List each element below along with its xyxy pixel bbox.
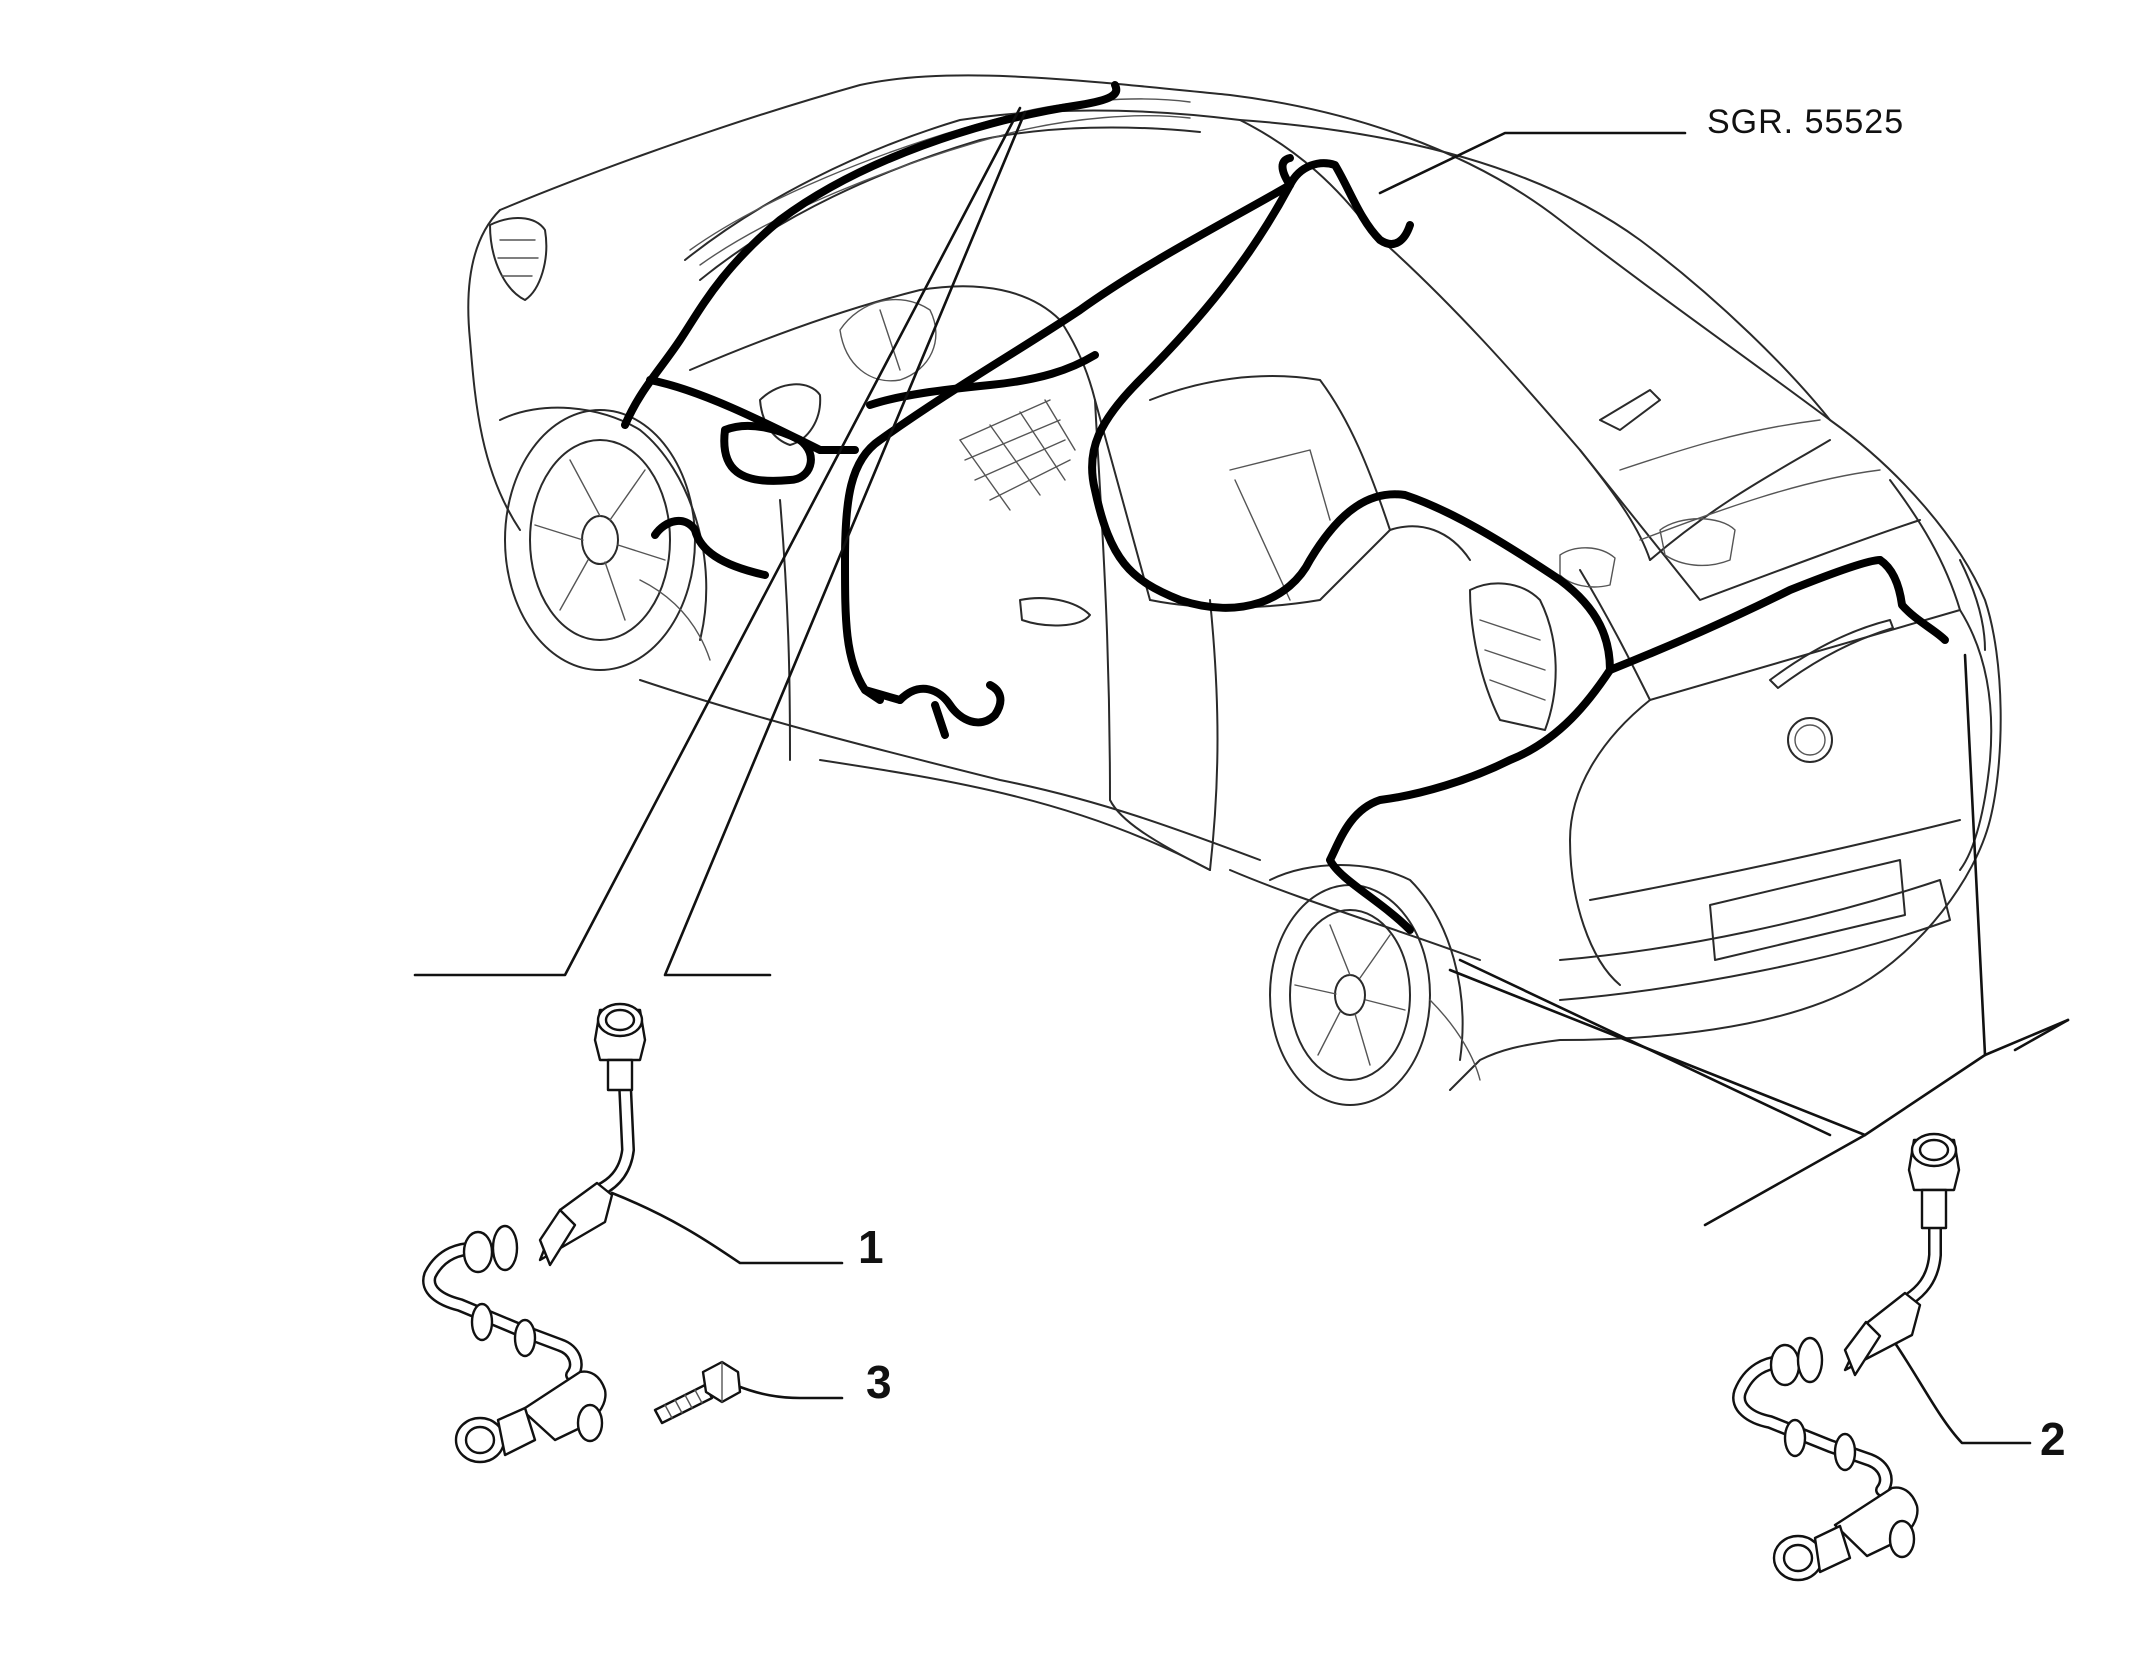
reference-code: SGR. 55525 xyxy=(1707,103,1905,141)
leader-lines xyxy=(413,106,2070,1445)
abs-sensor-cable-front xyxy=(422,1002,647,1464)
fixing-screw xyxy=(653,1360,742,1425)
callout-1: 1 xyxy=(858,1221,884,1273)
abs-sensor-cable-rear xyxy=(1732,1132,1961,1582)
leader-3 xyxy=(733,1383,844,1400)
front-wheel xyxy=(499,406,711,671)
leader-1 xyxy=(610,1191,844,1265)
wiring-harness xyxy=(621,81,1949,934)
car-body-outline xyxy=(467,74,2002,1091)
callout-3: 3 xyxy=(866,1356,892,1408)
leader-2 xyxy=(1893,1341,2032,1445)
callout-2: 2 xyxy=(2040,1413,2066,1465)
